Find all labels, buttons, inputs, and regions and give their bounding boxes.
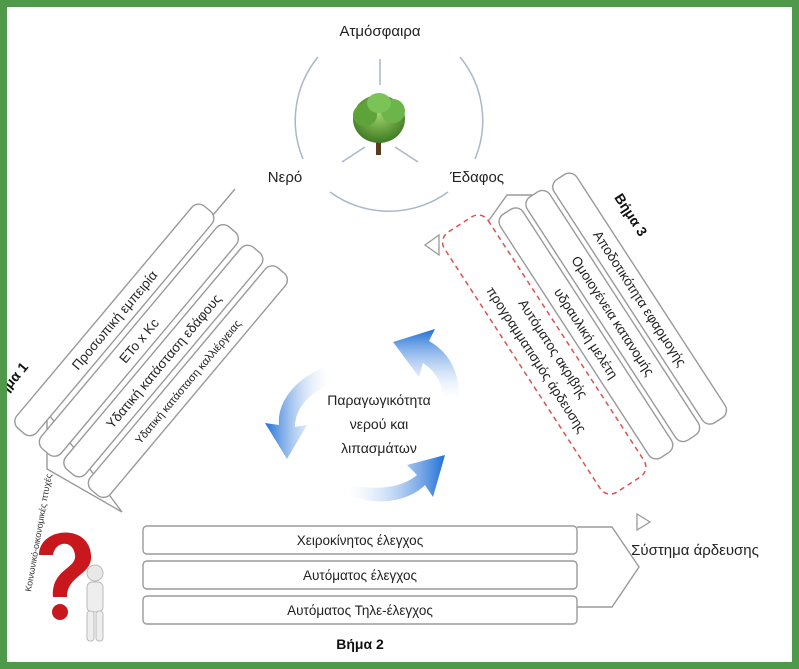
- step1-title: Βήμα 1: [7, 359, 31, 406]
- socioeconomic-label: Κοινωνικό-οικονομικές πτυχές: [23, 472, 54, 592]
- diagram-canvas: Ατμόσφαιρα Νερό Έδαφος Βήμα 1 Προσωπική …: [7, 7, 792, 662]
- arrow-head-bottom-right: [636, 512, 652, 532]
- step2-item-3: Αυτόματος Τηλε-έλεγχος: [287, 603, 433, 618]
- cycle-arrows: [265, 329, 459, 502]
- step2-panel: Χειροκίνητος έλεγχος Αυτόματος έλεγχος Α…: [142, 525, 640, 652]
- irrigation-diagram: Ατμόσφαιρα Νερό Έδαφος Βήμα 1 Προσωπική …: [7, 23, 759, 652]
- step1-box-2: [38, 224, 240, 457]
- step2-item-1: Χειροκίνητος έλεγχος: [297, 533, 424, 548]
- step2-box-2: [142, 560, 578, 590]
- irrigation-system-label: Σύστημα άρδευσης: [631, 542, 759, 559]
- atmosphere-label: Ατμόσφαιρα: [339, 23, 420, 40]
- step2-box-1: [142, 525, 578, 555]
- step3-dashed-box: [441, 214, 647, 495]
- cycle-arrow-right: [347, 455, 445, 502]
- step2-title: Βήμα 2: [336, 636, 384, 652]
- center-text-line3: λιπασμάτων: [341, 440, 417, 456]
- cycle-arrow-up: [393, 329, 459, 399]
- step1-box-1: [14, 203, 215, 437]
- step3-title: Βήμα 3: [611, 190, 650, 239]
- center-text-line2: νερού και: [350, 416, 409, 432]
- step1-panel: Βήμα 1 Προσωπική εμπειρία ETo x Kc Υδατι…: [7, 188, 289, 513]
- center-text-line1: Παραγωγικότητα: [327, 392, 430, 408]
- step2-box-3: [142, 595, 578, 625]
- arrow-head-left-top: [423, 233, 440, 257]
- step3-box-2: [525, 189, 701, 443]
- question-mark-icon: [39, 532, 104, 642]
- step1-box-3: [63, 244, 264, 478]
- environment-circle: [294, 56, 484, 213]
- tree-icon: [353, 93, 405, 155]
- soil-label: Έδαφος: [449, 169, 504, 186]
- cycle-arrow-left: [265, 367, 329, 459]
- step1-box-4: [87, 265, 289, 499]
- step3-panel: Βήμα 3 Αποδοτικότητα εφαρμογής Ομοιογένε…: [423, 172, 728, 532]
- step2-item-2: Αυτόματος έλεγχος: [303, 568, 417, 583]
- step3-box-3: [498, 207, 674, 460]
- step3-box-1: [552, 172, 728, 425]
- water-label: Νερό: [268, 169, 302, 186]
